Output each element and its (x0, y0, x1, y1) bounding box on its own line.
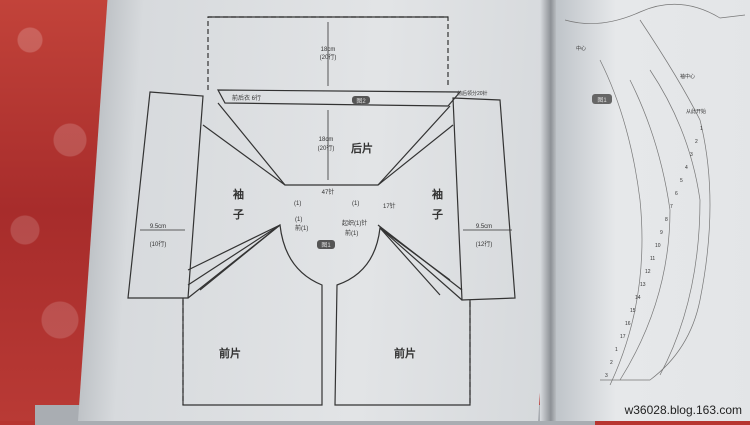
sleeve-left-rect (127, 91, 204, 299)
row-number: 3 (605, 373, 608, 379)
back-depth-label: 18cm (319, 137, 334, 143)
book-gutter (540, 0, 558, 421)
stitches-17: 17针 (383, 202, 396, 210)
row-number: 15 (630, 308, 636, 314)
right-figure-badge-bg (592, 94, 612, 104)
front-left-label: 前片 (219, 346, 241, 360)
row-number: 17 (620, 334, 626, 340)
back-piece (217, 102, 451, 186)
marker-start: 起织(1)针 (342, 219, 367, 227)
sleeve-right-rect (452, 97, 516, 301)
marker-front: 前(1) (295, 224, 308, 232)
marker-front-right: 前(1) (345, 229, 358, 237)
right-top-note: 中心 (576, 45, 586, 52)
sleeve-width-left: 9.5cm (150, 224, 166, 230)
figure2-badge-bg (352, 96, 370, 104)
row-number: 6 (675, 191, 678, 197)
figure1-badge: 图1 (321, 242, 331, 249)
sleeve-left-label-1: 袖 (233, 187, 244, 201)
back-width-label: 18cm (321, 47, 336, 53)
sleeve-width-right: 9.5cm (476, 224, 492, 230)
top-right-note: 前后领分20针 (457, 90, 488, 97)
row-number: 12 (645, 269, 651, 275)
collar-band (216, 89, 462, 107)
stitches-47: 47针 (322, 188, 335, 196)
row-number: 7 (670, 204, 673, 210)
right-center-label: 袖中心 (680, 73, 695, 80)
book-right-page (556, 0, 750, 421)
back-depth-rows: (20行) (318, 144, 335, 152)
back-piece-label: 后片 (351, 141, 373, 155)
row-number: 3 (690, 152, 693, 158)
row-number: 14 (635, 295, 641, 301)
sleeve-width-left-rows: (10行) (150, 240, 167, 248)
row-number: 5 (680, 178, 683, 184)
row-number: 11 (650, 256, 655, 262)
row-number: 2 (695, 139, 698, 145)
row-number: 1 (700, 126, 703, 132)
row-number: 4 (685, 165, 688, 171)
back-width-rows: (20行) (320, 53, 337, 61)
figure1-badge-bg (317, 240, 335, 249)
sleeve-left-label-2: 子 (233, 208, 244, 221)
front-left-piece (182, 223, 323, 406)
marker-1b: (1) (295, 217, 302, 223)
sleeve-right-label-2: 子 (432, 208, 443, 221)
crochet-chart (564, 3, 746, 386)
row-number: 2 (610, 360, 613, 366)
front-right-label: 前片 (394, 346, 416, 360)
marker-1c: (1) (352, 201, 359, 207)
right-figure-badge: 图1 (597, 97, 607, 104)
figure2-badge: 图2 (356, 98, 366, 105)
right-start-label: 从此开始 (686, 108, 706, 115)
sleeve-width-right-rows: (12行) (476, 240, 493, 248)
marker-1a: (1) (294, 201, 301, 207)
collar-note: 前后衣 6行 (232, 94, 261, 102)
row-number: 10 (655, 243, 661, 249)
watermark: w36028.blog.163.com (624, 403, 742, 417)
row-number: 8 (665, 217, 668, 223)
row-number: 16 (625, 321, 631, 327)
row-number: 13 (640, 282, 646, 288)
sleeve-right-label-1: 袖 (432, 187, 443, 201)
front-right-piece (334, 226, 471, 406)
row-number: 1 (615, 347, 618, 353)
row-number: 9 (660, 230, 663, 236)
